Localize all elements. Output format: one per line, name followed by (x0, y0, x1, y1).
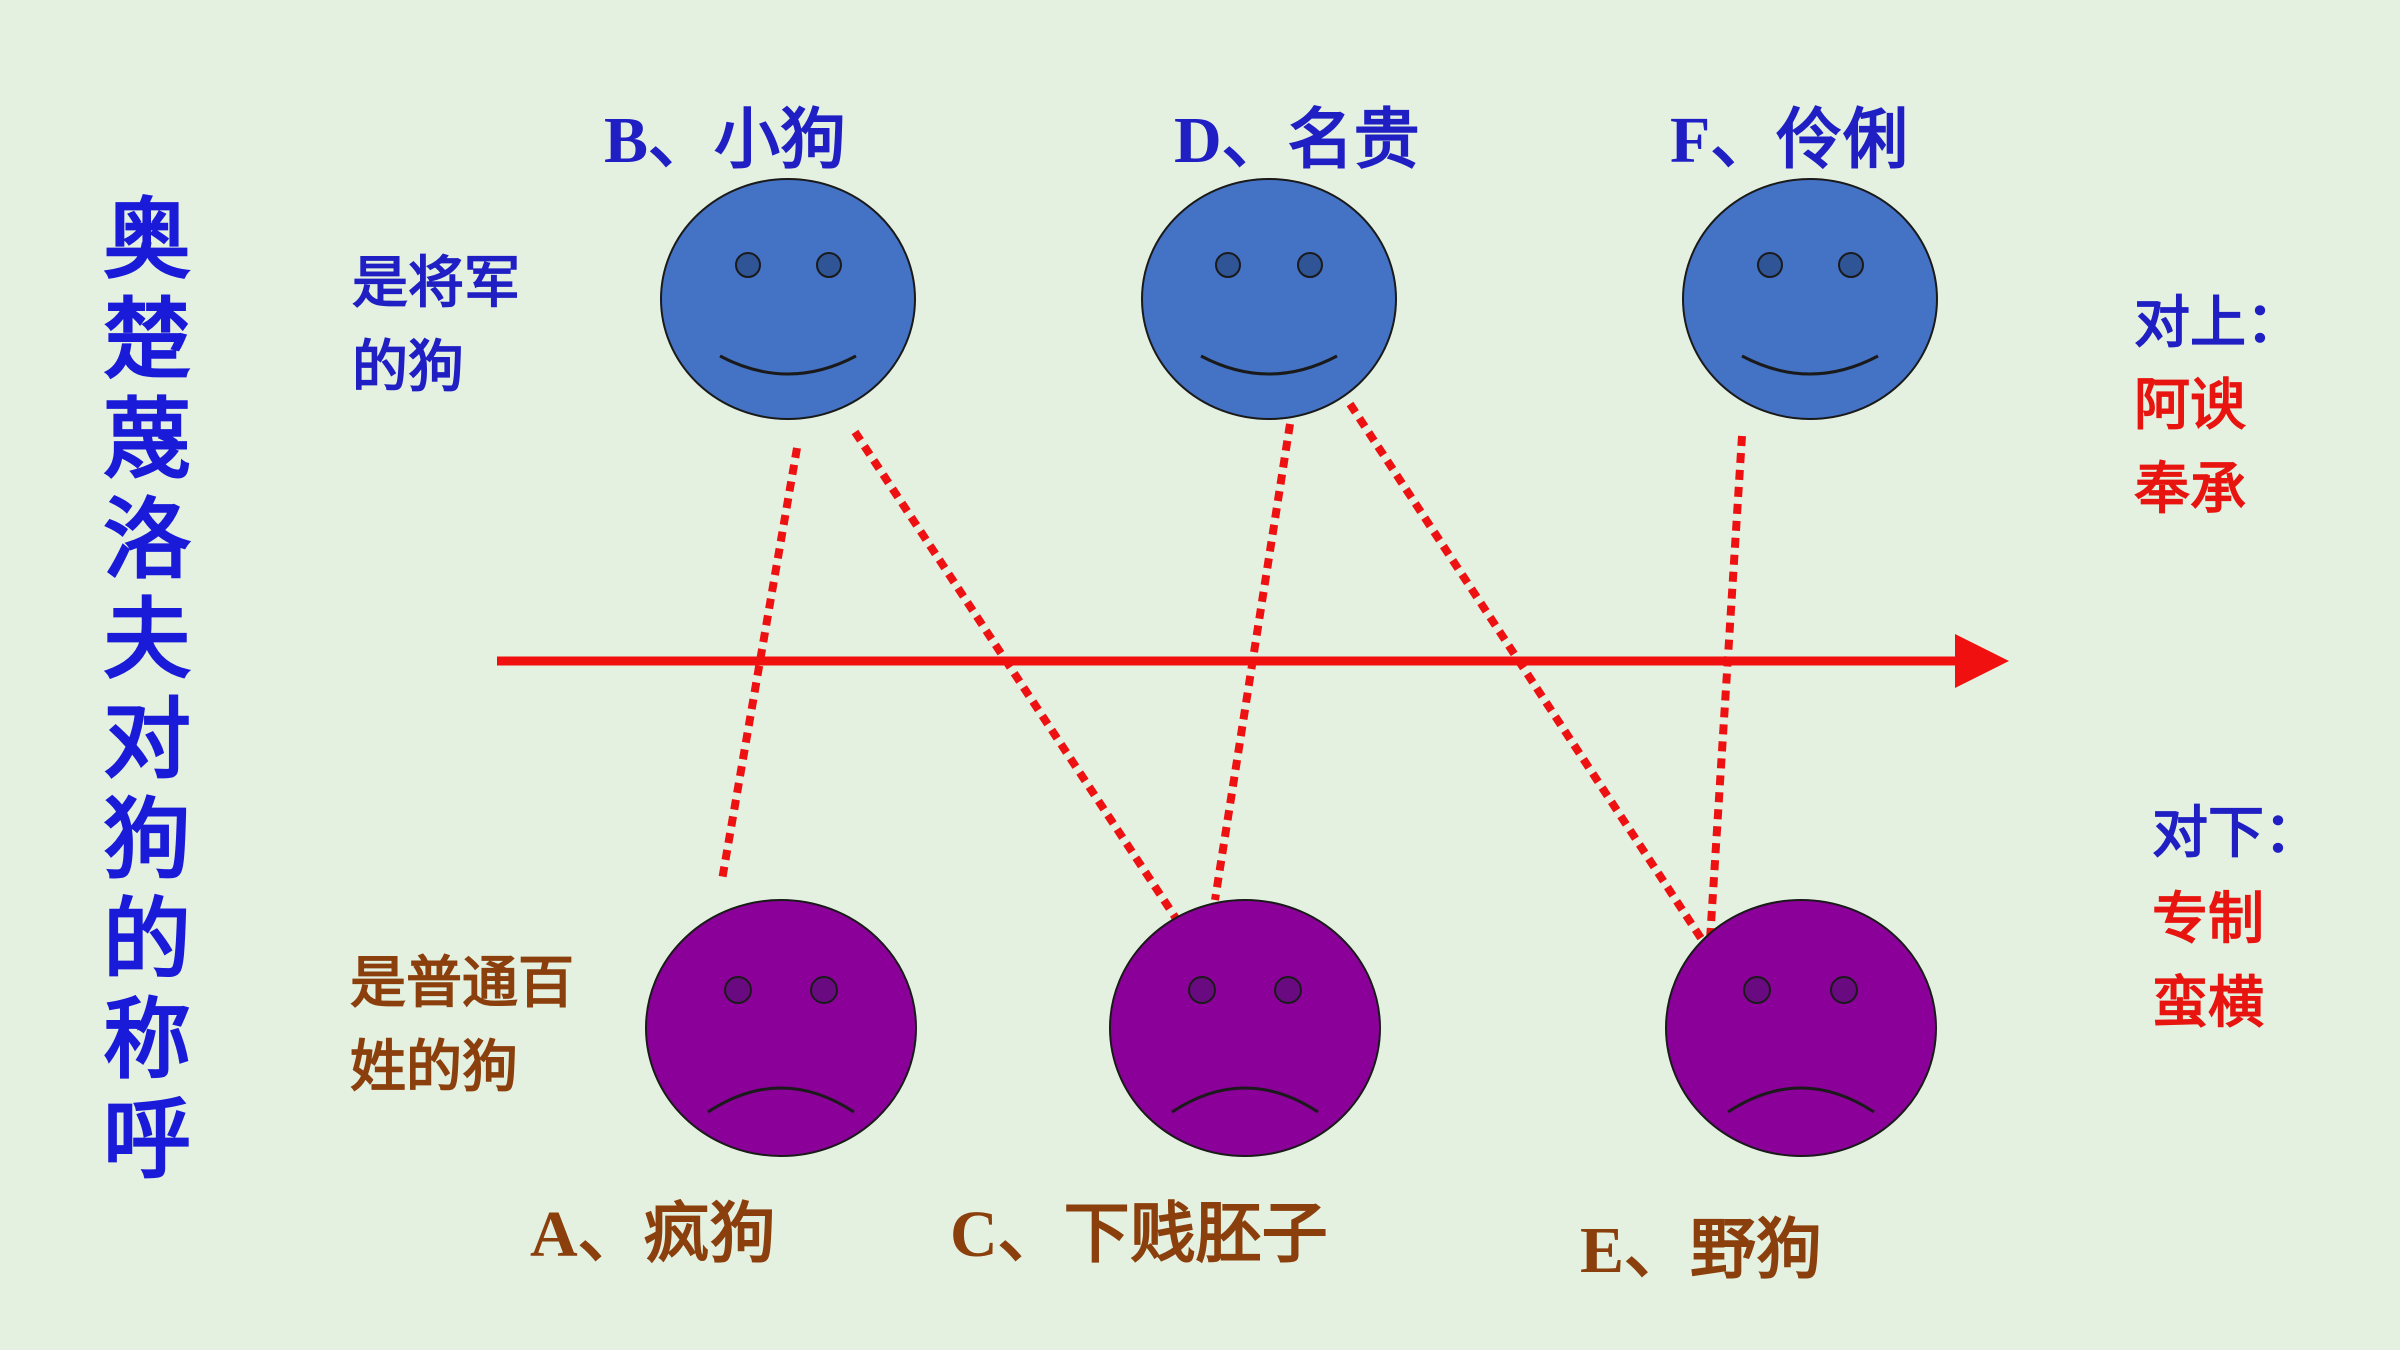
title-char: 蔑 (102, 388, 191, 491)
label-a: A、疯狗 (530, 1198, 776, 1271)
eye-icon (1188, 976, 1216, 1004)
title-char: 的 (102, 888, 191, 991)
group-label-bottom: 是普通百 姓的狗 (350, 942, 574, 1110)
label-e: E、野狗 (1580, 1214, 1823, 1287)
eye-icon (1757, 252, 1783, 278)
label-c: C、下贱胚子 (950, 1198, 1328, 1271)
title-char: 楚 (102, 288, 191, 391)
eye-icon (1297, 252, 1323, 278)
connection-lines (718, 401, 1746, 958)
eye-icon (724, 976, 752, 1004)
side-down-line: 专制 (2152, 887, 2264, 952)
side-down-line: 蛮横 (2152, 971, 2264, 1036)
vertical-title: 奥 楚 蔑 洛 夫 对 狗 的 称 呼 (82, 190, 212, 1190)
connection-f-e (1706, 435, 1746, 941)
eye-icon (1838, 252, 1864, 278)
face-c (1109, 899, 1381, 1157)
smile-icon (1741, 354, 1879, 376)
face-a (645, 899, 917, 1157)
side-down-heading: 对下： (2152, 801, 2320, 866)
eye-icon (1743, 976, 1771, 1004)
face-e (1665, 899, 1937, 1157)
title-char: 洛 (102, 488, 191, 591)
side-down-text: 专制 蛮横 (2152, 878, 2264, 1046)
connection-d-e (1346, 401, 1716, 958)
group-label-top-line: 是将军 (352, 251, 520, 316)
label-d: D、名贵 (1174, 104, 1420, 177)
smile-icon (1200, 354, 1338, 376)
eye-icon (816, 252, 842, 278)
eye-icon (1274, 976, 1302, 1004)
title-char: 狗 (102, 788, 191, 891)
eye-icon (1215, 252, 1241, 278)
face-b (660, 178, 916, 420)
frown-icon (1171, 1086, 1319, 1114)
connection-b-a (718, 447, 801, 881)
connection-b-c (851, 429, 1181, 923)
eye-icon (1830, 976, 1858, 1004)
group-label-bottom-line: 姓的狗 (350, 1035, 518, 1100)
label-f: F、伶俐 (1670, 104, 1909, 177)
group-label-bottom-line: 是普通百 (350, 951, 574, 1016)
side-up-line: 阿谀 (2134, 373, 2246, 438)
frown-icon (707, 1086, 855, 1114)
eye-icon (810, 976, 838, 1004)
title-char: 称 (102, 988, 191, 1091)
side-up-text: 阿谀 奉承 (2134, 364, 2246, 532)
group-label-top-line: 的狗 (352, 335, 464, 400)
title-char: 呼 (102, 1088, 191, 1191)
smile-icon (719, 354, 857, 376)
face-f (1682, 178, 1938, 420)
label-b: B、小狗 (604, 104, 847, 177)
title-char: 对 (102, 688, 191, 791)
group-label-top: 是将军 的狗 (352, 242, 520, 410)
title-char: 奥 (102, 188, 191, 291)
eye-icon (735, 252, 761, 278)
face-d (1141, 178, 1397, 420)
side-up-line: 奉承 (2134, 457, 2246, 522)
side-up-heading: 对上： (2134, 291, 2302, 356)
frown-icon (1727, 1086, 1875, 1114)
title-char: 夫 (102, 588, 191, 691)
